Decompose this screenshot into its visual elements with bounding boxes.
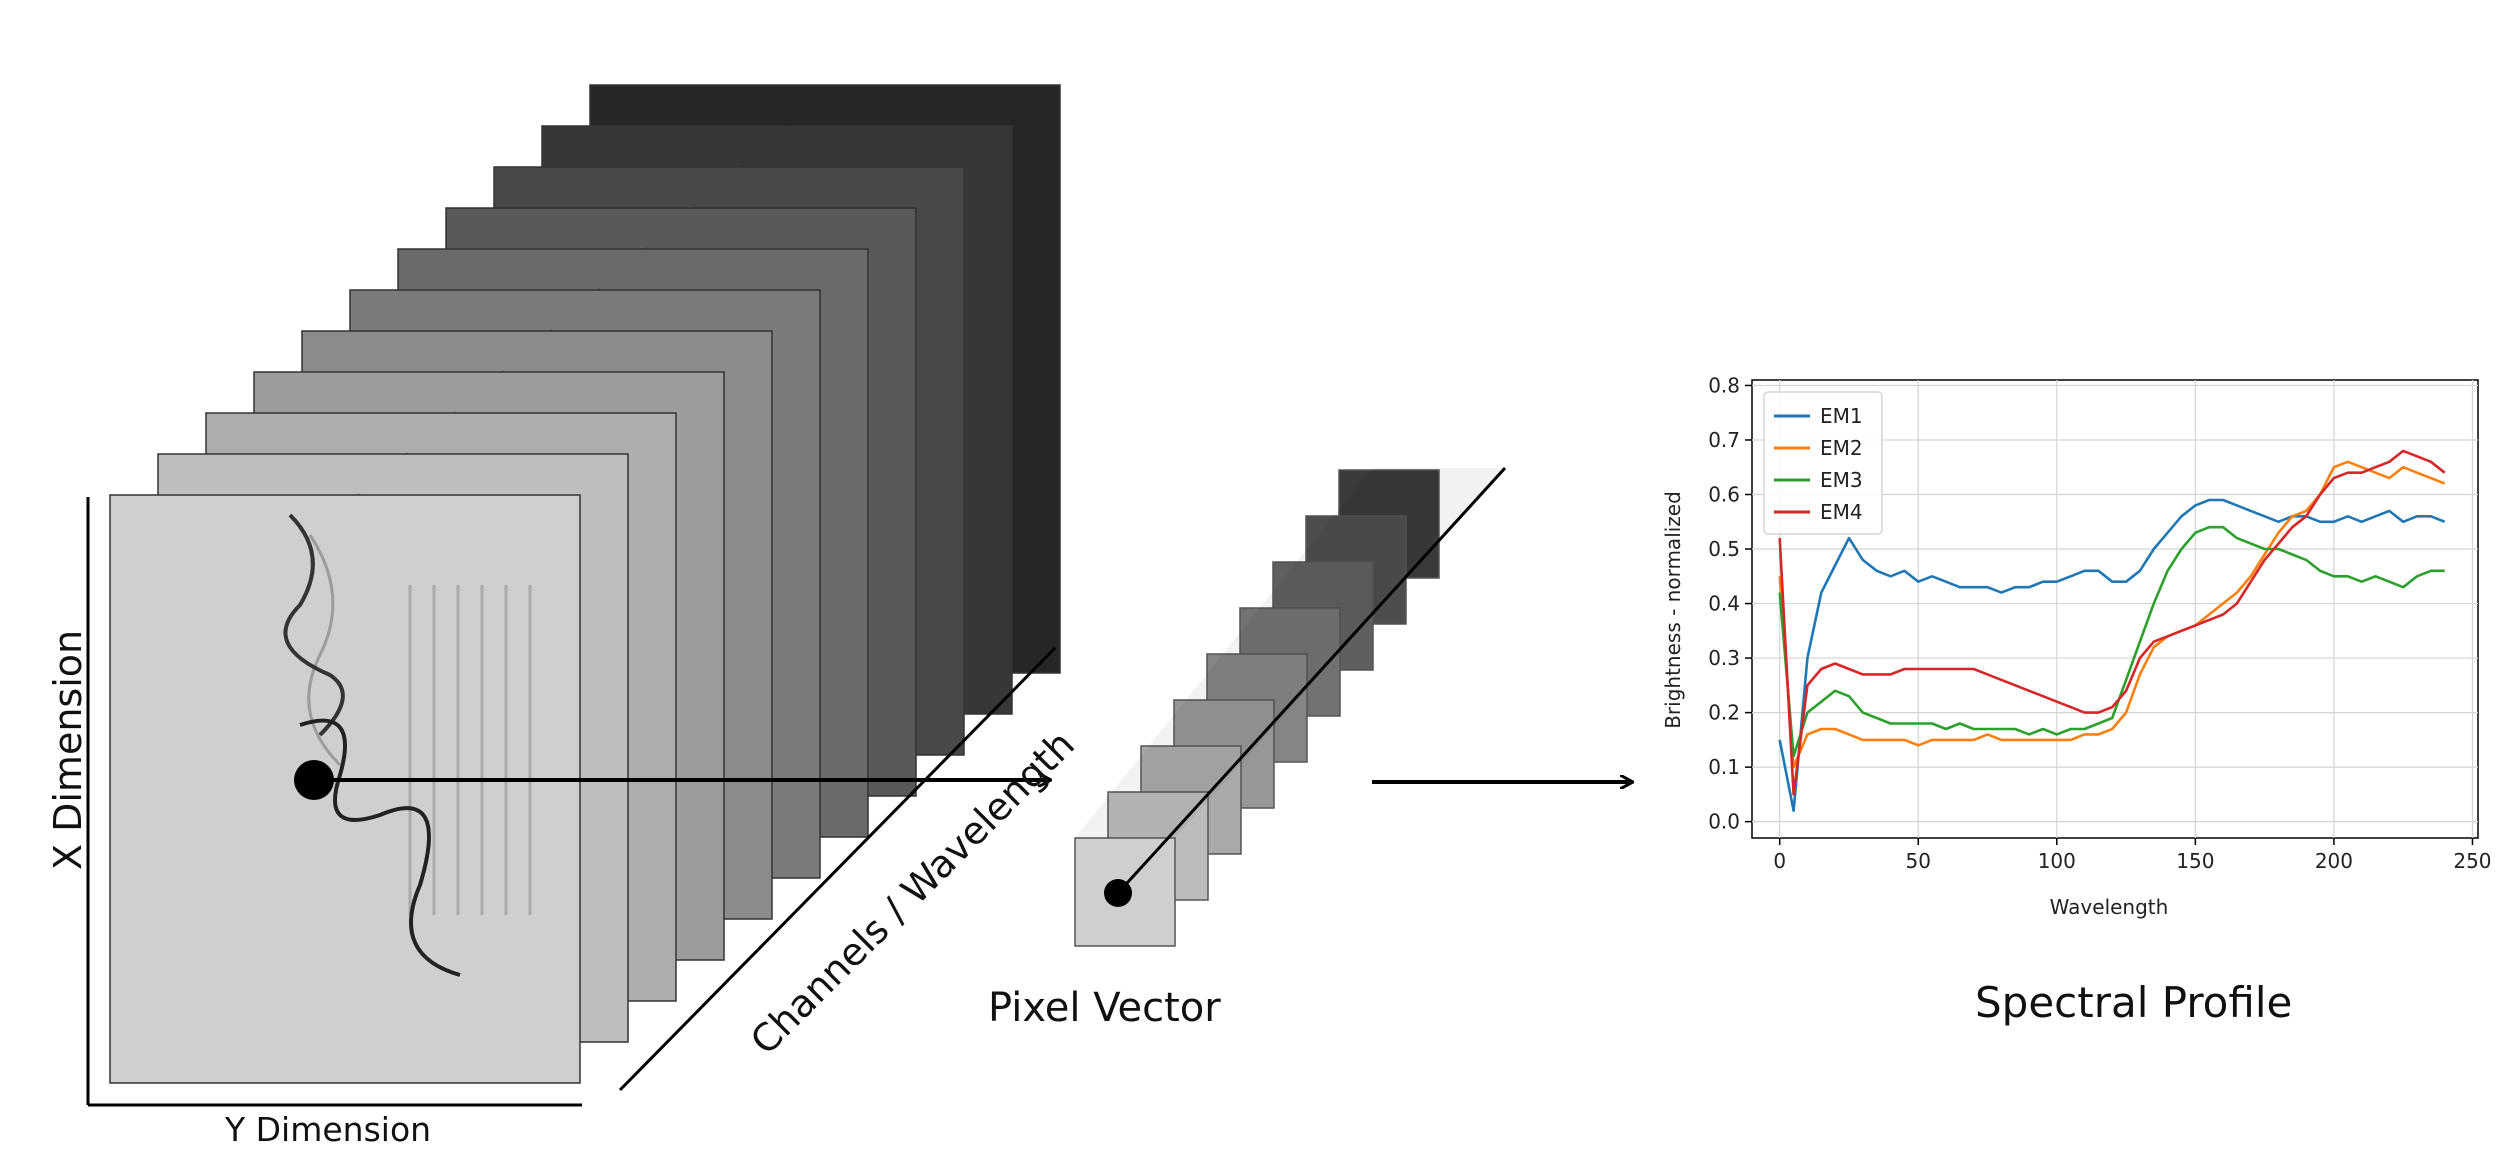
legend-box <box>1763 391 1883 535</box>
legend-entry: EM1 <box>1820 404 1863 428</box>
y-tick-label: 0.2 <box>1708 701 1740 725</box>
spectral-profile-chart: 0 50 100 150 200 250 0.0 0.1 0.2 0.3 0.4 0.5 0.6 0.7 0… <box>1661 373 2492 919</box>
x-tick-label: 50 <box>1906 849 1931 873</box>
legend-entry: EM2 <box>1820 436 1863 460</box>
x-tick-label: 0 <box>1773 849 1786 873</box>
x-tick-label: 250 <box>2453 849 2491 873</box>
x-tick-label: 200 <box>2315 849 2353 873</box>
series-line-em2 <box>1778 460 2446 769</box>
hyperspectral-cube <box>109 84 1061 1084</box>
chart-ticks: 0 50 100 150 200 250 0.0 0.1 0.2 0.3 0.4 0.5 0.6 0.7 0… <box>1708 373 2491 873</box>
chart-y-label: Brightness - normalized <box>1661 491 1685 729</box>
spectral-layer <box>109 494 581 1084</box>
x-dimension-label: X Dimension <box>46 629 90 870</box>
y-dimension-label: Y Dimension <box>225 1110 432 1149</box>
pixel-vector-label: Pixel Vector <box>988 985 1221 1031</box>
legend-entry: EM3 <box>1820 468 1863 492</box>
series-line-em4 <box>1778 449 2446 796</box>
signature-mark <box>283 513 461 977</box>
y-tick-label: 0.4 <box>1708 592 1740 616</box>
legend-entry: EM4 <box>1820 500 1863 524</box>
series-line-em1 <box>1778 498 2446 813</box>
y-tick-label: 0.1 <box>1708 755 1740 779</box>
channels-axis <box>618 646 1057 1092</box>
x-tick-label: 100 <box>2038 849 2076 873</box>
y-tick-label: 0.0 <box>1708 810 1740 834</box>
y-tick-label: 0.3 <box>1708 646 1740 670</box>
y-tick-label: 0.5 <box>1708 537 1740 561</box>
spectral-profile-label: Spectral Profile <box>1975 978 2293 1027</box>
x-tick-label: 150 <box>2176 849 2214 873</box>
y-tick-label: 0.8 <box>1708 373 1740 397</box>
chart-x-label: Wavelength <box>2050 895 2169 919</box>
chart-series <box>1778 449 2446 813</box>
y-tick-label: 0.7 <box>1708 428 1740 452</box>
series-line-em3 <box>1778 525 2445 758</box>
pixel-vector-line <box>1116 466 1507 895</box>
y-tick-label: 0.6 <box>1708 483 1740 507</box>
chart-grid <box>1752 380 2478 838</box>
